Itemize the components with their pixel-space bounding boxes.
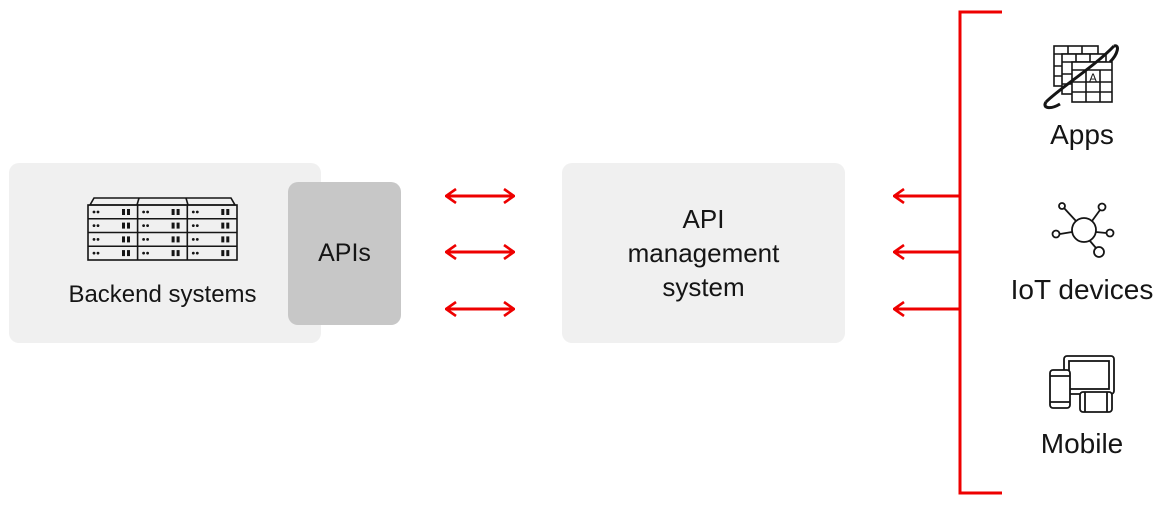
client-label-apps: Apps: [1050, 119, 1114, 150]
apis-box: APIs: [288, 182, 401, 325]
mobile-devices-icon: [1049, 355, 1115, 413]
svg-text:A: A: [1089, 71, 1097, 85]
apps-icon: A: [1043, 44, 1119, 110]
apis-label: APIs: [318, 239, 371, 267]
backend-systems-box: [9, 163, 321, 343]
server-rack-icon: [87, 197, 238, 261]
client-label-mobile: Mobile: [1040, 428, 1124, 459]
backend-systems-label: Backend systems: [68, 281, 257, 308]
api-management-label: API management system: [627, 204, 780, 302]
client-bracket: [958, 10, 1002, 495]
client-label-iot-devices: IoT devices: [1010, 274, 1154, 305]
api-management-box: API management system: [562, 163, 845, 343]
iot-network-icon: [1051, 202, 1115, 258]
